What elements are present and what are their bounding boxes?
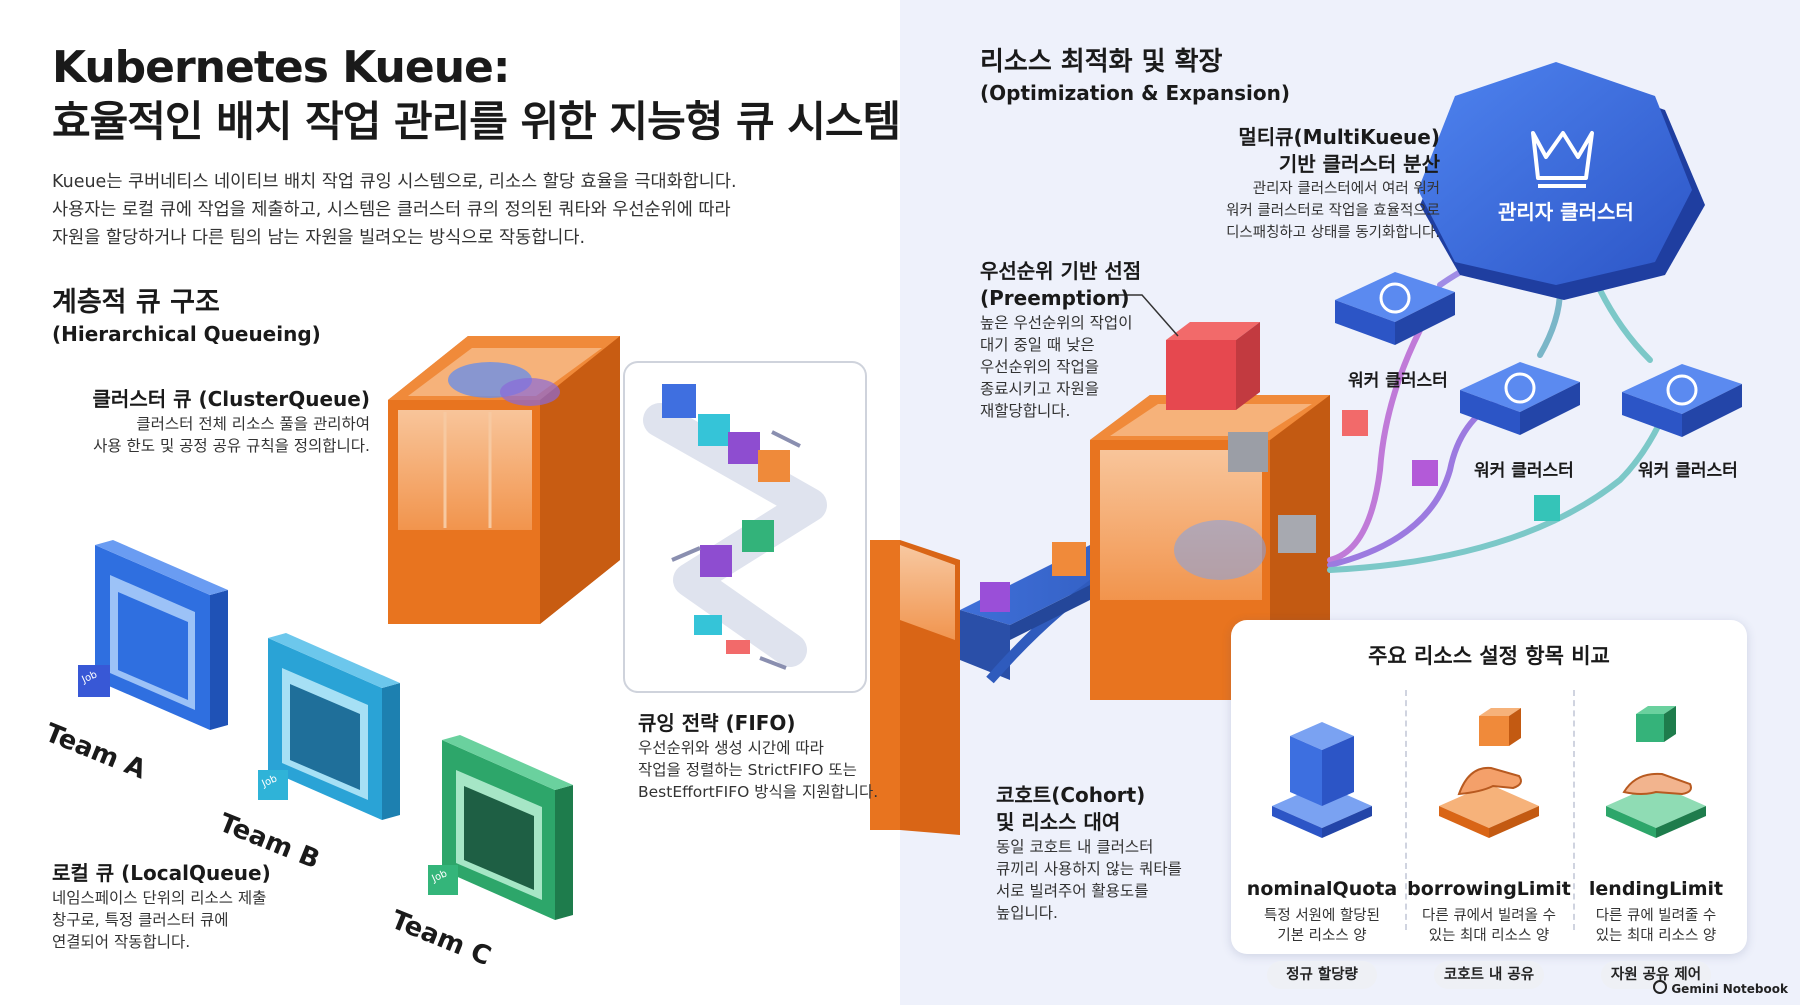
preemption-title: (Preemption) [980, 286, 1130, 310]
item-desc: 다른 큐에서 빌려올 수 있는 최대 리소스 양 [1406, 906, 1572, 946]
worker-cluster-3 [1622, 364, 1742, 437]
cohort-desc: 큐끼리 사용하지 않는 쿼타를 [996, 860, 1182, 878]
intro-text: Kueue는 쿠버네티스 네이티브 배치 작업 큐잉 시스템으로, 리소스 할당… [52, 168, 792, 252]
item-name: borrowingLimit [1407, 878, 1571, 900]
item-desc: 다른 큐에 빌려줄 수 있는 최대 리소스 양 [1573, 906, 1739, 946]
item-tag: 코호트 내 공유 [1434, 961, 1544, 989]
worker-cluster-1 [1335, 272, 1455, 345]
cohort-left-cube [870, 540, 960, 835]
section-subtitle: (Hierarchical Queueing) [52, 322, 321, 346]
team-b-window [258, 633, 400, 820]
kubernetes-icon [1379, 282, 1411, 314]
preemption-desc: 우선순위의 작업을 [980, 358, 1100, 376]
nominal-quota-icon [1272, 722, 1372, 838]
local-queue-title: 로컬 큐 (LocalQueue) [52, 861, 271, 885]
divider [1573, 690, 1575, 930]
item-desc-line: 있는 최대 리소스 양 [1428, 928, 1550, 944]
preemption-desc: 대기 중일 때 낮은 [980, 336, 1095, 354]
cohort-title: 코호트(Cohort) [996, 783, 1146, 807]
divider [1405, 690, 1407, 930]
section-title: 계층적 큐 구조 [52, 287, 220, 318]
cohort-desc: 동일 코호트 내 클러스터 [996, 838, 1154, 856]
local-queue-desc: 창구로, 특정 클러스터 큐에 [52, 911, 229, 929]
local-queue-desc: 연결되어 작동합니다. [52, 933, 191, 951]
team-c-window [428, 735, 573, 920]
item-desc-line: 기본 리소스 양 [1277, 928, 1367, 944]
manager-cluster-label: 관리자 클러스터 [1498, 200, 1634, 224]
borrowing-hand-icon [1439, 708, 1539, 838]
multikueue-title: 멀티큐(MultiKueue) [1238, 125, 1440, 149]
multikueue-title: 기반 클러스터 분산 [1278, 152, 1440, 176]
cluster-queue-title: 클러스터 큐 (ClusterQueue) [92, 387, 370, 411]
optimization-section: 리소스 최적화 및 확장 (Optimization & Expansion) [980, 45, 1290, 107]
worker-cluster-label: 워커 클러스터 [1348, 371, 1448, 391]
fifo-panel [623, 361, 867, 693]
local-queue-desc: 네임스페이스 단위의 리소스 제출 [52, 889, 267, 907]
cohort-label: 코호트(Cohort) 및 리소스 대여 동일 코호트 내 클러스터 큐끼리 사… [996, 782, 1216, 924]
preemption-label: 우선순위 기반 선점 (Preemption) 높은 우선순위의 작업이 대기 … [980, 258, 1180, 422]
kubernetes-icon [1666, 374, 1698, 406]
intro-line: 사용자는 로컬 큐에 작업을 제출하고, 시스템은 클러스터 큐의 정의된 쿼타… [52, 200, 731, 220]
item-desc-line: 있는 최대 리소스 양 [1595, 928, 1717, 944]
fifo-desc: BestEffortFIFO 방식을 지원합니다. [638, 783, 879, 801]
team-a-window [78, 540, 228, 730]
intro-line: Kueue는 쿠버네티스 네이티브 배치 작업 큐잉 시스템으로, 리소스 할당… [52, 172, 737, 192]
preemption-desc: 높은 우선순위의 작업이 [980, 314, 1133, 332]
preemption-title: 우선순위 기반 선점 [980, 259, 1142, 283]
preemption-desc: 종료시키고 자원을 [980, 380, 1100, 398]
footer-brand: Gemini Notebook [1653, 980, 1788, 996]
comparison-item-nominal-quota: nominalQuota 특정 서원에 할당된 기본 리소스 양 정규 할당량 [1239, 676, 1405, 989]
cluster-queue-cube [388, 336, 620, 624]
comparison-item-lending-limit: lendingLimit 다른 큐에 빌려줄 수 있는 최대 리소스 양 자원 … [1573, 676, 1739, 989]
cluster-queue-label: 클러스터 큐 (ClusterQueue) 클러스터 전체 리소스 풀을 관리하… [80, 386, 370, 457]
item-desc-line: 다른 큐에 빌려줄 수 [1595, 908, 1717, 924]
fifo-desc: 작업을 정렬하는 StrictFIFO 또는 [638, 761, 857, 779]
worker-cluster-label: 워커 클러스터 [1474, 461, 1574, 481]
section-title: 리소스 최적화 및 확장 [980, 47, 1223, 77]
item-name: lendingLimit [1588, 878, 1724, 900]
fifo-title: 큐잉 전략 (FIFO) [638, 711, 796, 735]
worker-cluster-label: 워커 클러스터 [1638, 461, 1738, 481]
item-desc-line: 특정 서원에 할당된 [1264, 908, 1380, 924]
cluster-queue-desc: 클러스터 전체 리소스 풀을 관리하여 [136, 415, 370, 433]
multikueue-desc: 관리자 클러스터에서 여러 워커 [1252, 181, 1440, 197]
crown-icon [1531, 131, 1594, 180]
fifo-label: 큐잉 전략 (FIFO) 우선순위와 생성 시간에 따라 작업을 정렬하는 St… [638, 710, 888, 803]
comparison-title: 주요 리소스 설정 항목 비교 [1368, 644, 1610, 668]
worker-cluster-2 [1460, 362, 1580, 435]
local-queue-label: 로컬 큐 (LocalQueue) 네임스페이스 단위의 리소스 제출 창구로,… [52, 860, 312, 953]
comparison-item-borrowing-limit: borrowingLimit 다른 큐에서 빌려올 수 있는 최대 리소스 양 … [1406, 676, 1572, 989]
cohort-desc: 서로 빌려주어 활용도를 [996, 882, 1149, 900]
section-subtitle: (Optimization & Expansion) [980, 81, 1290, 105]
comparison-card: 주요 리소스 설정 항목 비교 nominalQuota 특정 서원에 할당된 … [1231, 620, 1747, 989]
cohort-desc: 높입니다. [996, 904, 1058, 922]
footer-brand-text: Gemini Notebook [1671, 982, 1788, 996]
preemption-leader-line [1118, 294, 1179, 337]
cluster-queue-desc: 사용 한도 및 공정 공유 규칙을 정의합니다. [93, 437, 370, 455]
kubernetes-icon [1504, 372, 1536, 404]
hierarchical-section: 계층적 큐 구조 (Hierarchical Queueing) [52, 286, 321, 348]
gemini-logo-icon [1653, 980, 1668, 994]
item-desc: 특정 서원에 할당된 기본 리소스 양 [1239, 906, 1405, 946]
lending-hand-icon [1606, 706, 1706, 838]
fifo-desc: 우선순위와 생성 시간에 따라 [638, 739, 824, 757]
cohort-title: 및 리소스 대여 [996, 810, 1121, 834]
item-name: nominalQuota [1246, 878, 1398, 900]
multikueue-label: 멀티큐(MultiKueue) 기반 클러스터 분산 관리자 클러스터에서 여러… [1160, 124, 1440, 244]
multikueue-desc: 디스패칭하고 상태를 동기화합니다. [1226, 225, 1440, 241]
item-desc-line: 다른 큐에서 빌려올 수 [1422, 908, 1556, 924]
page-title: Kubernetes Kueue: [52, 42, 510, 93]
intro-line: 자원을 할당하거나 다른 팀의 남는 자원을 빌려오는 방식으로 작동합니다. [52, 228, 586, 248]
item-tag: 정규 할당량 [1267, 961, 1377, 989]
multikueue-desc: 워커 클러스터로 작업을 효율적으로 [1226, 203, 1440, 219]
preemption-desc: 재할당합니다. [980, 402, 1071, 420]
manager-cluster-hexagon [1418, 62, 1705, 300]
page-subtitle: 효율적인 배치 작업 관리를 위한 지능형 큐 시스템 [52, 97, 901, 146]
